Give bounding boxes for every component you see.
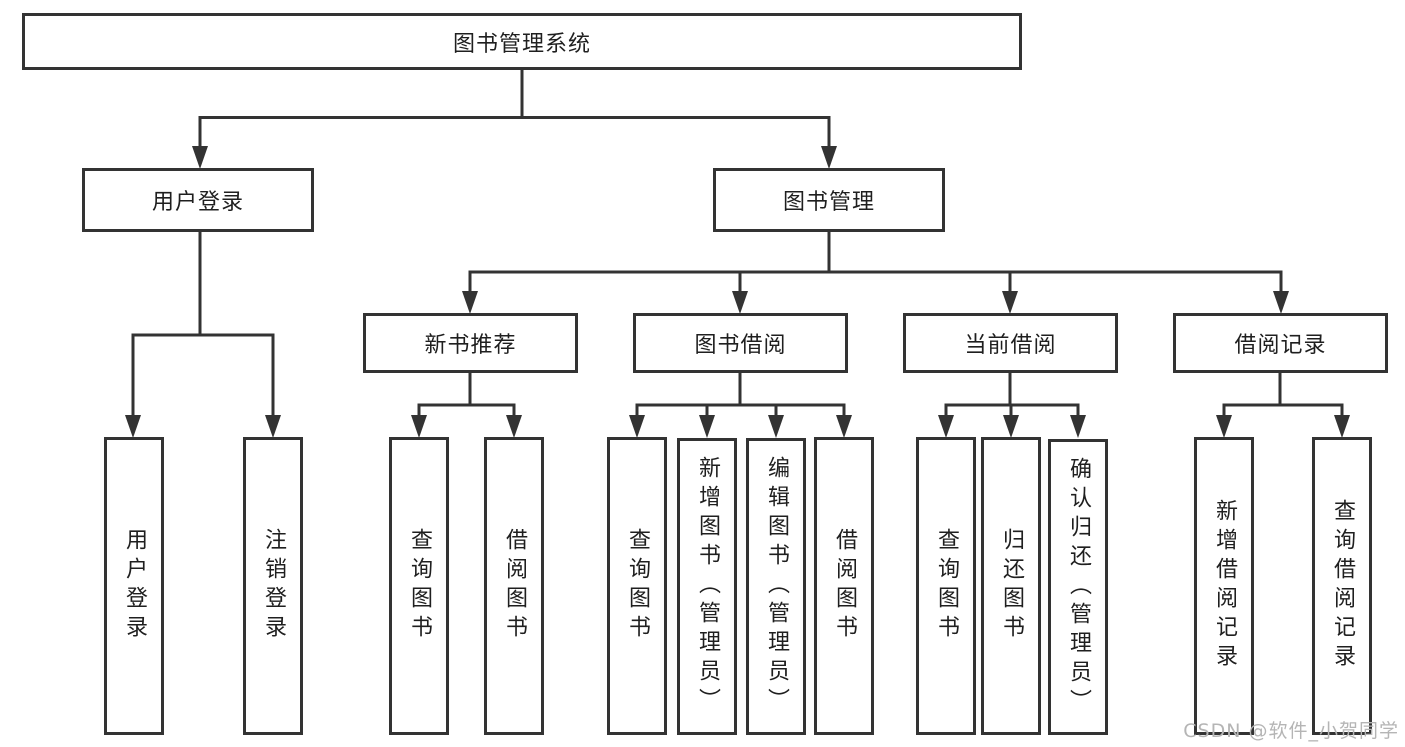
leaf-logout: 注销登录 — [243, 437, 303, 735]
leaf-label: 注销登录 — [261, 528, 286, 644]
csdn-watermark: CSDN @软件_小贺同学 — [1183, 720, 1399, 742]
leaf-newbook-borrow-books: 借阅图书 — [484, 437, 544, 735]
connector-borrow-records-to-leaves — [1216, 372, 1350, 438]
node-current-borrowing: 当前借阅 — [903, 313, 1118, 373]
leaf-label: 确认归还（管理员） — [1066, 456, 1091, 718]
node-label: 当前借阅 — [964, 333, 1057, 358]
leaf-user-login: 用户登录 — [104, 437, 164, 735]
node-new-book-recommendation: 新书推荐 — [363, 313, 578, 373]
connector-new-book-to-leaves — [411, 372, 522, 438]
leaf-label: 查询借阅记录 — [1330, 499, 1355, 673]
node-book-borrowing: 图书借阅 — [633, 313, 848, 373]
node-book-management: 图书管理 — [713, 168, 945, 232]
leaf-query-borrow-record: 查询借阅记录 — [1312, 437, 1372, 735]
node-label: 图书管理 — [782, 190, 875, 215]
leaf-label: 用户登录 — [122, 528, 147, 644]
connector-current-borrow-to-leaves — [938, 372, 1086, 438]
connector-root-to-level2 — [192, 68, 837, 169]
connector-book-borrow-to-leaves — [629, 372, 852, 438]
leaf-label: 查询图书 — [934, 528, 959, 644]
node-label: 借阅记录 — [1234, 333, 1327, 358]
leaf-return-books: 归还图书 — [981, 437, 1041, 735]
leaf-borrow-query-books: 查询图书 — [607, 437, 667, 735]
leaf-add-books-admin: 新增图书（管理员） — [677, 438, 737, 735]
leaf-label: 编辑图书（管理员） — [764, 456, 789, 717]
node-user-login: 用户登录 — [82, 168, 314, 232]
leaf-newbook-query-books: 查询图书 — [389, 437, 449, 735]
leaf-label: 借阅图书 — [832, 528, 857, 644]
connector-user-login-to-leaves — [125, 230, 281, 438]
leaf-label: 查询图书 — [625, 528, 650, 644]
leaf-label: 查询图书 — [407, 528, 432, 644]
leaf-borrow-books: 借阅图书 — [814, 437, 874, 735]
leaf-label: 新增图书（管理员） — [695, 456, 720, 717]
node-borrowing-records: 借阅记录 — [1173, 313, 1388, 373]
leaf-edit-books-admin: 编辑图书（管理员） — [746, 438, 806, 735]
connector-book-management-to-level3 — [462, 230, 1289, 314]
node-label: 用户登录 — [151, 190, 244, 215]
leaf-confirm-return-admin: 确认归还（管理员） — [1048, 439, 1108, 735]
node-library-management-system: 图书管理系统 — [22, 13, 1022, 70]
leaf-add-borrow-record: 新增借阅记录 — [1194, 437, 1254, 735]
node-label: 新书推荐 — [424, 333, 517, 358]
leaf-label: 新增借阅记录 — [1212, 499, 1237, 673]
leaf-label: 归还图书 — [999, 528, 1024, 644]
leaf-label: 借阅图书 — [502, 528, 527, 644]
leaf-current-query-books: 查询图书 — [916, 437, 976, 735]
node-label: 图书借阅 — [694, 333, 787, 358]
node-label: 图书管理系统 — [452, 31, 591, 57]
